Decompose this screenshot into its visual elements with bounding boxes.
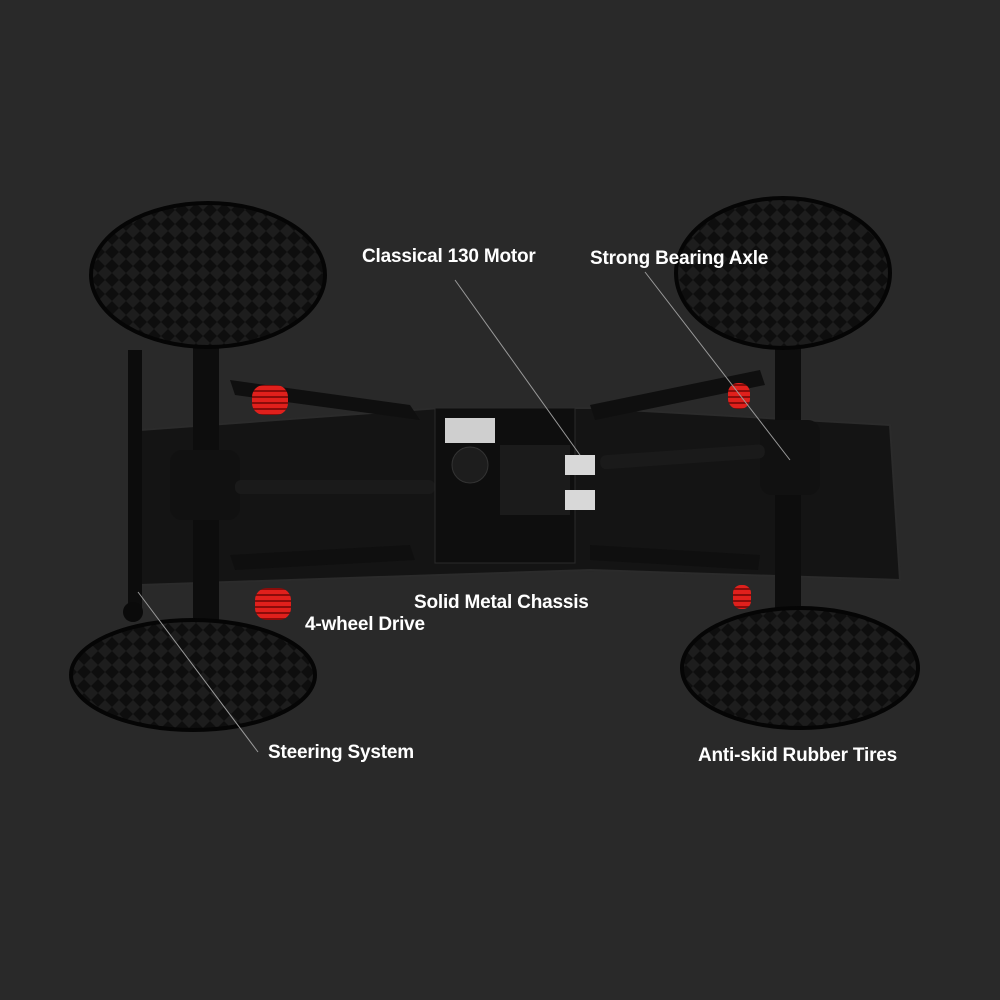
tire-front-bottom xyxy=(69,618,317,732)
label-classical-130-motor: Classical 130 Motor xyxy=(362,246,536,267)
tire-rear-top xyxy=(674,196,892,350)
label-anti-skid-rubber-tires: Anti-skid Rubber Tires xyxy=(698,745,898,766)
callout-lines xyxy=(137,271,791,753)
gearbox-motor xyxy=(434,407,595,564)
tire-rear-bottom xyxy=(680,606,920,730)
spring-front-bottom xyxy=(255,588,291,620)
label-4-wheel-drive: 4-wheel Drive xyxy=(305,614,425,635)
label-strong-bearing-axle: Strong Bearing Axle xyxy=(590,248,769,269)
steering-link xyxy=(128,350,142,610)
front-driveshaft xyxy=(235,480,435,494)
spring-rear-bottom xyxy=(733,585,751,609)
tire-front-top xyxy=(89,201,327,349)
label-steering-system: Steering System xyxy=(268,742,414,763)
rear-driveshaft xyxy=(600,444,765,470)
spring-rear-top xyxy=(728,383,750,409)
spring-front-top xyxy=(252,385,288,415)
label-solid-metal-chassis: Solid Metal Chassis xyxy=(414,592,589,613)
